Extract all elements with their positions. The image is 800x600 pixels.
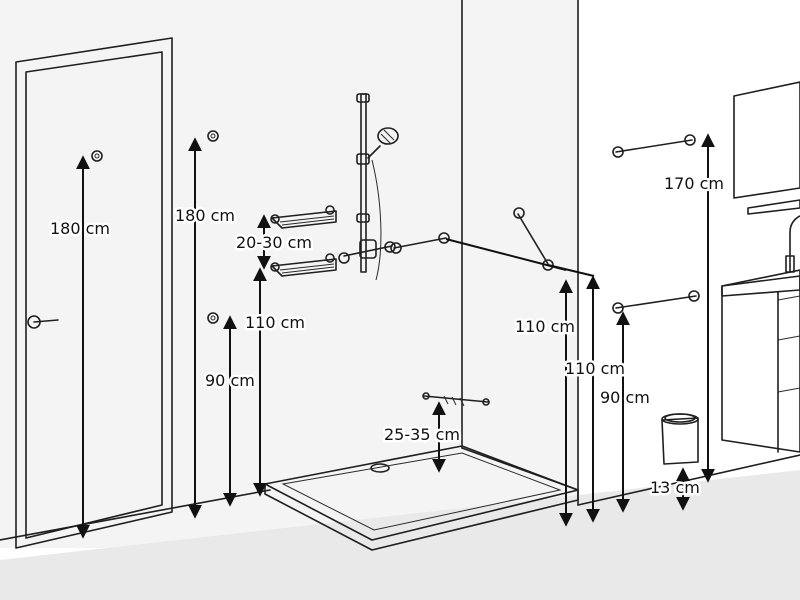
- shower-head: [367, 127, 399, 159]
- wall-top-height-label: 180 cm: [175, 206, 235, 225]
- dimension-arrows: [76, 133, 715, 539]
- wall-hook-low-left: [207, 312, 219, 324]
- right-low-bar-height-label: 90 cm: [600, 388, 650, 407]
- pedal-bin: [661, 413, 699, 465]
- door: [15, 37, 173, 549]
- bin-height-label: 13 cm: [650, 478, 700, 497]
- vanity-cabinet: [721, 269, 800, 453]
- door-handle: [27, 315, 59, 329]
- mirror: [733, 81, 800, 199]
- shower-shelf-lower: [270, 253, 337, 277]
- wall-low-height-label: 90 cm: [205, 371, 255, 390]
- shower-shelf-upper: [270, 205, 337, 229]
- shower-hose: [371, 159, 382, 281]
- bench-height-label: 25-35 cm: [384, 425, 460, 444]
- towel-bar-lower: [612, 290, 700, 314]
- right-top-bar-height-label: 170 cm: [664, 174, 724, 193]
- angled-bar-height-label-a: 110 cm: [515, 317, 575, 336]
- wall-hook-top-left: [207, 130, 219, 142]
- shelf-height-label: 110 cm: [245, 313, 305, 332]
- angled-bar-guide: [445, 238, 595, 277]
- shelf-gap-label: 20-30 cm: [236, 233, 312, 252]
- door-handle-height-label: 180 cm: [50, 219, 110, 238]
- shower-grab-bar: [390, 232, 450, 254]
- wall-hook-top-door: [91, 150, 103, 162]
- glass-shelf: [747, 199, 800, 215]
- angled-bar-height-label-b: 110 cm: [565, 359, 625, 378]
- basin-tap: [785, 215, 800, 273]
- towel-bar-upper: [612, 134, 696, 158]
- shower-riser-rail: [356, 93, 370, 273]
- folding-shower-seat: [422, 392, 490, 407]
